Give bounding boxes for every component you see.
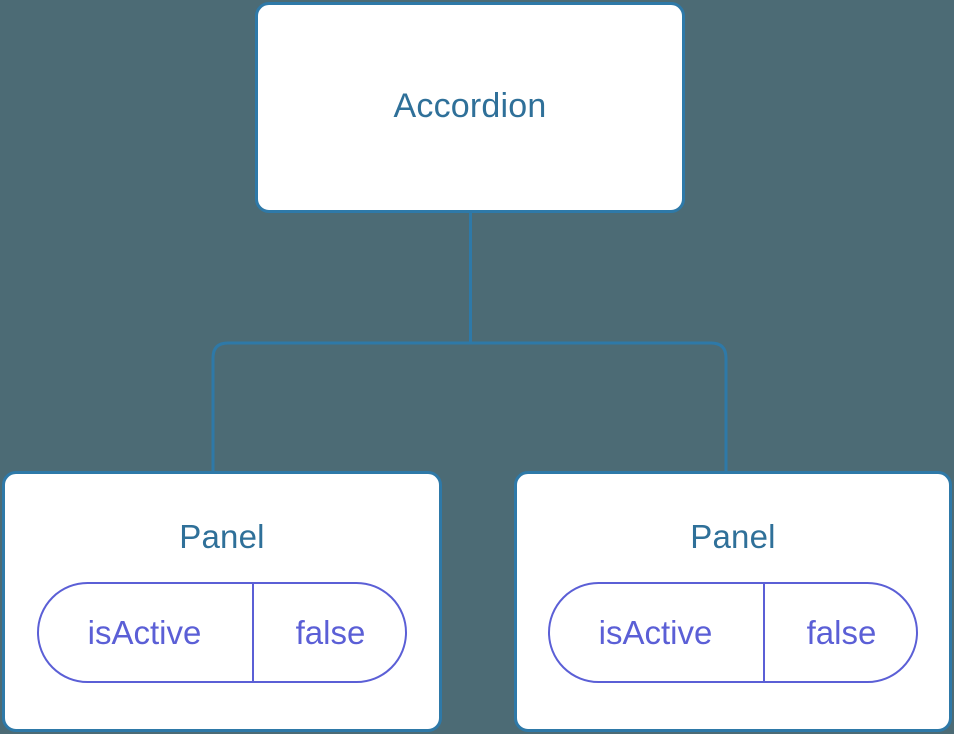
connector-branch-left — [211, 341, 471, 474]
node-panel-1-state-pill: isActive false — [548, 582, 918, 683]
node-panel-0[interactable]: Panel isActive false — [2, 471, 442, 732]
node-panel-1[interactable]: Panel isActive false — [514, 471, 952, 732]
connector-branch-right — [470, 341, 728, 474]
node-panel-1-title: Panel — [690, 518, 776, 555]
node-panel-1-state-key: isActive — [550, 584, 765, 681]
node-panel-1-state-value: false — [806, 613, 877, 651]
node-panel-0-state-value: false — [295, 613, 366, 651]
node-accordion-title: Accordion — [393, 86, 547, 125]
node-accordion[interactable]: Accordion — [255, 2, 685, 213]
node-panel-0-state-pill: isActive false — [37, 582, 407, 683]
node-panel-0-state-key: isActive — [39, 584, 254, 681]
node-panel-0-title: Panel — [179, 518, 265, 555]
